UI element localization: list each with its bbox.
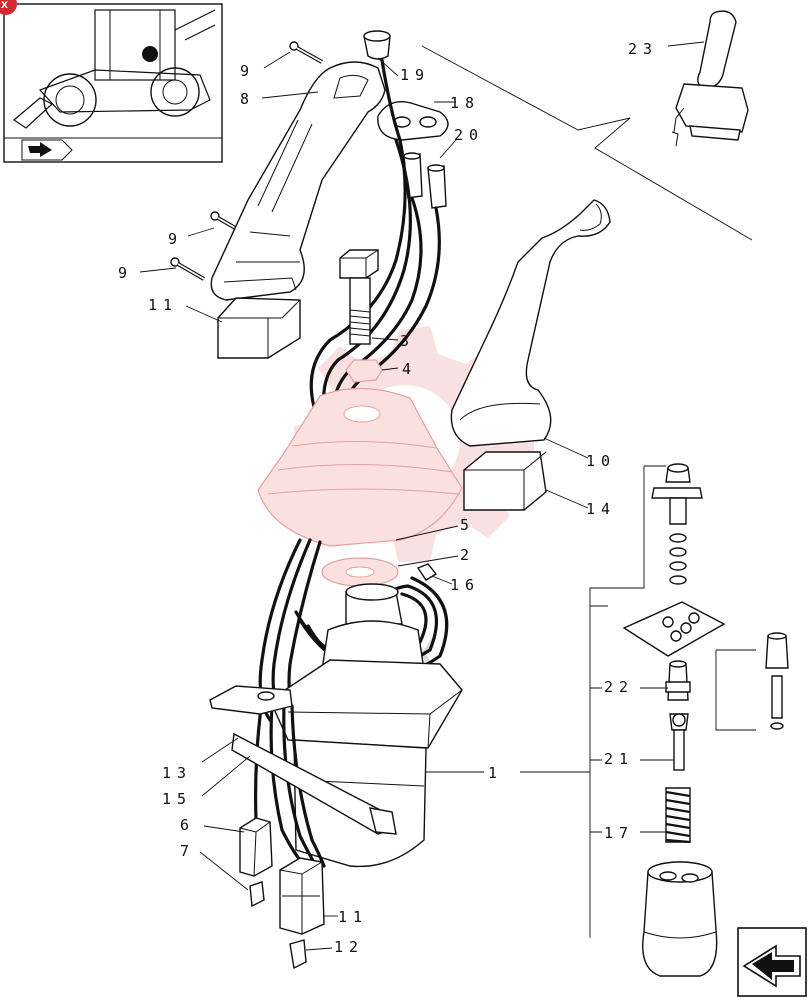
part-6-connector: [239, 817, 273, 877]
callout-23: 23: [628, 40, 658, 58]
callout-4: 4: [402, 360, 417, 378]
part-mounting-plate: [622, 601, 726, 657]
callout-12: 12: [334, 938, 364, 956]
part-11-connector: [279, 857, 325, 935]
part-9-screw-top: [289, 41, 323, 64]
part-21-plunger: [669, 713, 689, 771]
part-10-handle-half: [450, 199, 611, 447]
bracket-assembly: [589, 465, 666, 938]
part-valve-fitting: [651, 463, 703, 525]
callout-21: 21: [604, 750, 634, 768]
part-15-strap: [231, 732, 397, 835]
next-page-arrow-icon[interactable]: [737, 927, 807, 997]
location-marker-icon: [142, 46, 158, 62]
callout-14: 14: [586, 500, 616, 518]
callout-5: 5: [460, 516, 475, 534]
part-18-cap: [363, 30, 391, 60]
part-16-cable-clip: [416, 563, 438, 581]
callout-11: 11: [338, 908, 368, 926]
callout-10: 10: [586, 452, 616, 470]
corner-badge: [0, 0, 17, 15]
part-housing: [642, 861, 718, 977]
bracket-22: [715, 649, 756, 731]
part-8-handle-shell: [210, 61, 386, 301]
part-13-cable-tie: [209, 685, 293, 715]
backhoe-loader-icon: [13, 9, 216, 129]
part-22-plunger-guide: [665, 660, 691, 701]
part-22-seal-kit: [765, 632, 789, 730]
part-o-rings: [669, 533, 687, 585]
part-5-rubber-boot: [257, 387, 463, 547]
location-inset: X: [0, 0, 223, 163]
part-11-block: [217, 297, 301, 359]
callout-1: 1: [488, 764, 503, 782]
reference-line: [421, 45, 753, 241]
part-20-spring: [665, 787, 691, 844]
leader-lines: [139, 41, 705, 951]
part-4-nut: [345, 359, 383, 383]
callout-9: 9: [118, 264, 133, 282]
part-14-block: [463, 451, 547, 511]
part-7-terminal: [249, 881, 265, 908]
callout-9: 9: [168, 230, 183, 248]
part-3-bolt: [339, 249, 379, 345]
part-23-joystick-assembly: [671, 10, 749, 147]
callout-11: 11: [148, 296, 178, 314]
callout-16: 16: [450, 576, 480, 594]
callout-7: 7: [180, 842, 195, 860]
part-12-terminal: [289, 939, 307, 970]
callout-20: 17: [604, 824, 634, 842]
part-9-screw-low: [170, 257, 205, 281]
callout-8: 8: [240, 90, 255, 108]
callout-17: 18: [450, 94, 480, 112]
part-17-grommet-plate: [377, 101, 449, 141]
callout-18: 19: [400, 66, 430, 84]
part-2-washer: [321, 557, 399, 587]
view-direction-icon: [21, 139, 73, 161]
callout-9: 9: [240, 62, 255, 80]
callout-13: 13: [162, 764, 192, 782]
callout-19: 20: [454, 126, 484, 144]
corner-badge-label: X: [1, 1, 8, 11]
callout-22: 22: [604, 678, 634, 696]
callout-3: 3: [400, 332, 415, 350]
callout-15: 15: [162, 790, 192, 808]
callout-2: 2: [460, 546, 475, 564]
callout-6: 6: [180, 816, 195, 834]
